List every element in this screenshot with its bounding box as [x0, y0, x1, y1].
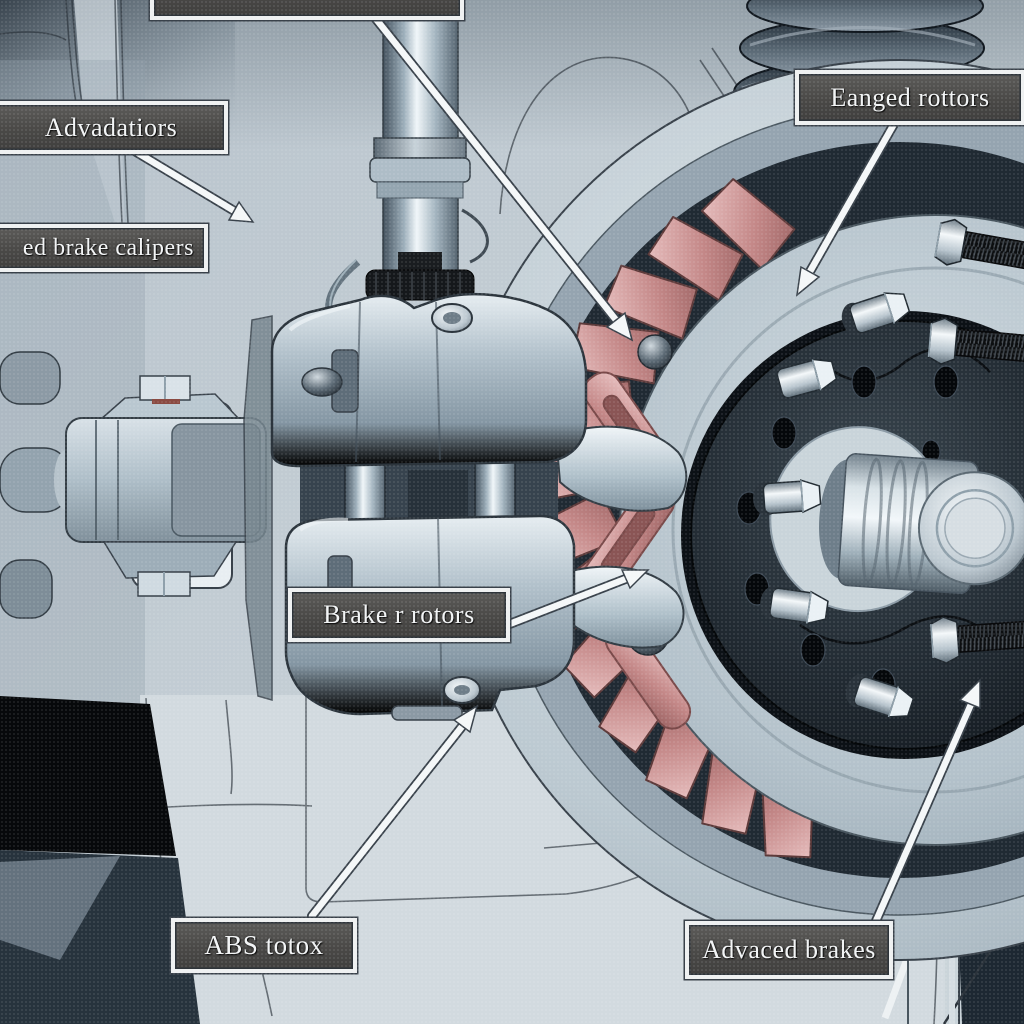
- arrow-advadatiors: [123, 142, 255, 223]
- axle-hub: [769, 426, 1024, 613]
- brake-actuator-unit: [0, 351, 267, 619]
- callout-arrows: [123, 9, 981, 926]
- brake-caliper: [243, 292, 688, 721]
- arrow-abs-totox: [307, 704, 479, 921]
- label-abs-totox: ABS totox: [171, 918, 357, 973]
- label-brake-r-rotors: Brake r rotors: [288, 588, 510, 642]
- label-text: Eanged rottors: [830, 82, 990, 112]
- label-text: Advadatiors: [44, 112, 178, 142]
- caliper-bracket-arm: [558, 565, 685, 649]
- arrow-advaced-brakes: [871, 678, 981, 926]
- arrow-top-label: [367, 9, 634, 342]
- label-text: ed brake calipers: [22, 234, 194, 261]
- label-text: Advaced brakes: [702, 935, 876, 964]
- label-advaced-brakes: Advaced brakes: [685, 921, 893, 979]
- arrow-eanged-rottors: [795, 112, 903, 297]
- label-advadatiors: Advadatiors: [0, 101, 228, 154]
- label-text: ABS totox: [204, 930, 324, 960]
- label-text: Brake r rotors: [323, 600, 475, 629]
- caliper-bracket-arm: [554, 425, 688, 512]
- arrow-brake-r-rotors: [497, 569, 650, 632]
- label-top-partial: [150, 0, 464, 20]
- caliper-upper-body: [270, 292, 588, 468]
- label-ed-brake-calipers: ed brake calipers: [0, 224, 208, 272]
- label-eanged-rottors: Eanged rottors: [795, 70, 1024, 125]
